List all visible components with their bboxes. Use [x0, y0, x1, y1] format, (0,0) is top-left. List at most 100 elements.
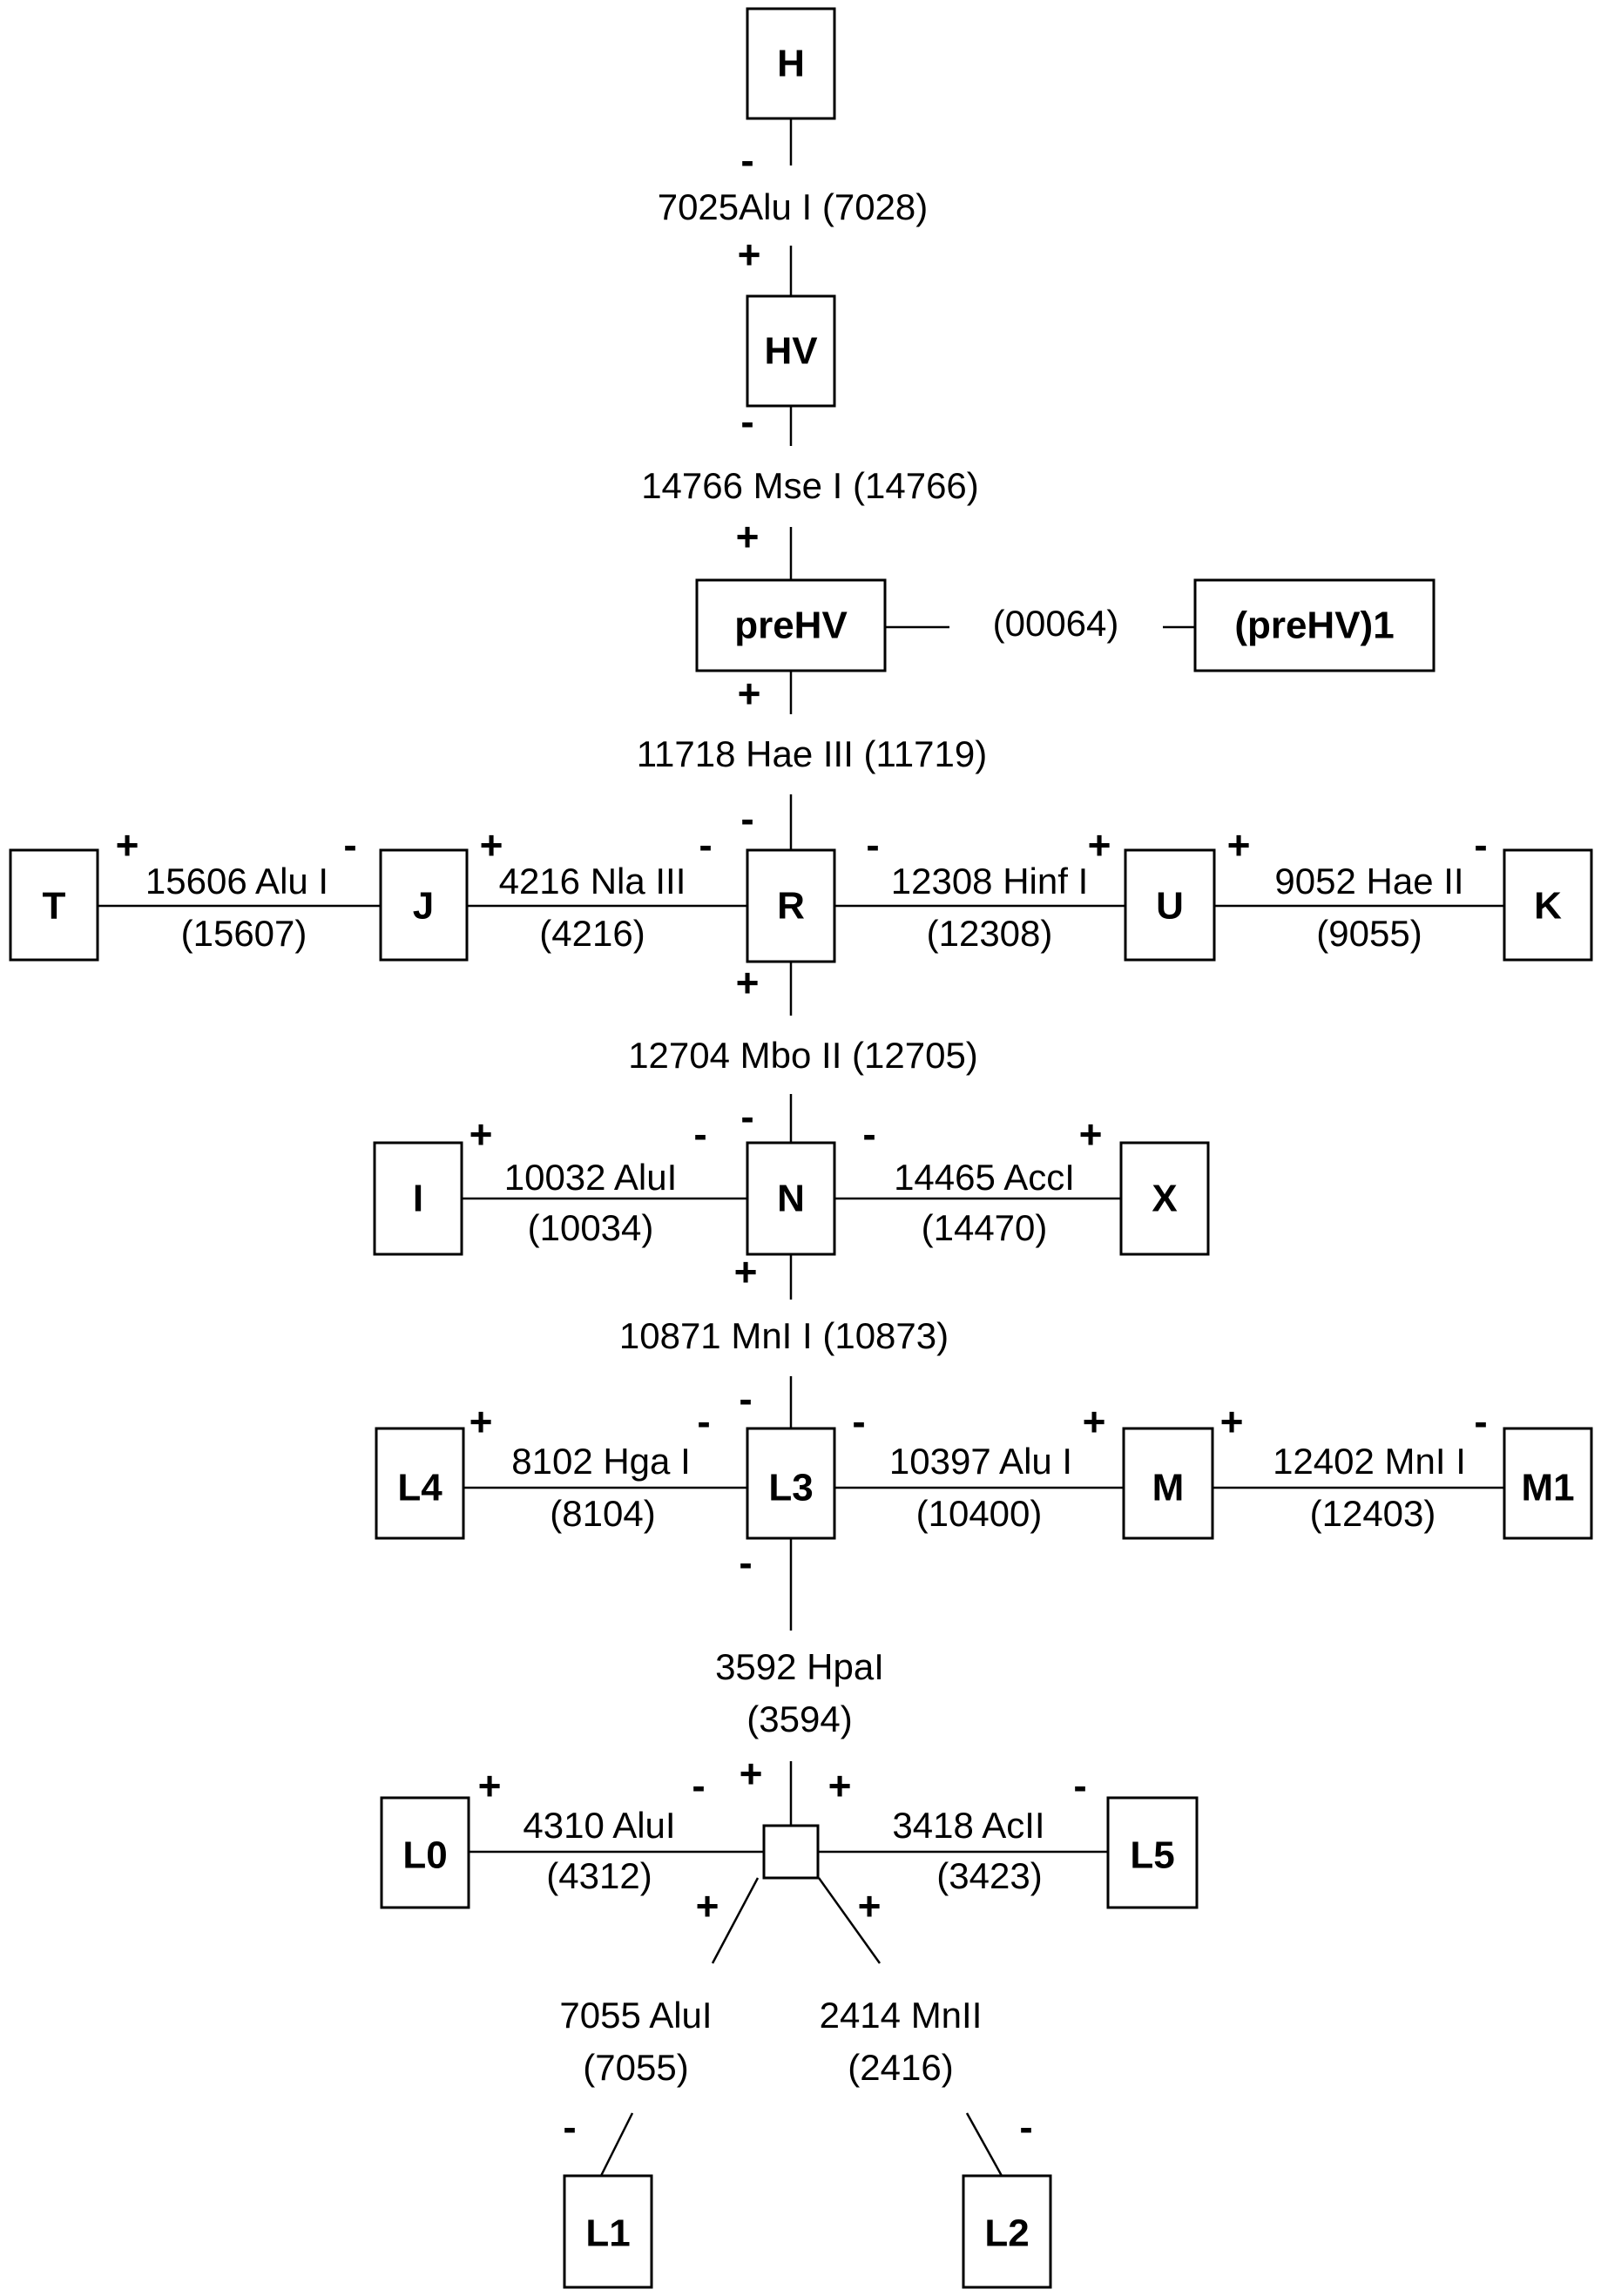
edge-label-l3-junction-position: (3594): [746, 1698, 852, 1739]
node-prehv1-label: (preHV)1: [1234, 604, 1394, 647]
sign-plus: +: [858, 1883, 882, 1928]
edge-label-j-r-enzyme: 4216 Nla III: [499, 861, 686, 902]
sign-plus: +: [1088, 822, 1111, 868]
node-n-label: N: [777, 1178, 805, 1220]
edge-labels: 7025Alu I (7028) 14766 Mse I (14766) (00…: [145, 186, 1466, 2088]
sign-minus: -: [1073, 1763, 1086, 1808]
edge-label-h-hv: 7025Alu I (7028): [658, 186, 929, 227]
edge-label-n-l3: 10871 MnI I (10873): [619, 1315, 949, 1356]
edge-label-r-n: 12704 Mbo II (12705): [628, 1035, 978, 1076]
edge-label-i-n-position: (10034): [528, 1207, 654, 1248]
node-m1: M1: [1503, 1427, 1593, 1540]
line-junction-l1-top: [711, 1877, 760, 1964]
node-l5: L5: [1106, 1796, 1199, 1909]
sign-plus: +: [696, 1883, 719, 1928]
edge-label-i-n-enzyme: 10032 AluI: [504, 1157, 678, 1198]
node-l3: L3: [746, 1427, 836, 1540]
edge-label-junction-l1-position: (7055): [583, 2047, 688, 2088]
sign-plus: +: [734, 1249, 758, 1294]
line-junction-l1-bottom: [599, 2112, 634, 2177]
node-k-label: K: [1534, 885, 1562, 928]
sign-plus: +: [480, 822, 503, 868]
node-m1-label: M1: [1521, 1467, 1574, 1509]
sign-minus: -: [693, 1111, 706, 1157]
sign-minus: -: [692, 1763, 705, 1808]
mutation-signs: - + - + + - + - + - - + + - + - + - - + …: [116, 138, 1488, 2150]
node-t-label: T: [43, 885, 66, 928]
edge-label-l0-junction-position: (4312): [546, 1855, 652, 1896]
node-l0-label: L0: [402, 1834, 447, 1877]
node-l4-label: L4: [397, 1467, 442, 1509]
edge-label-junction-l5-enzyme: 3418 AcII: [892, 1805, 1044, 1846]
node-l1: L1: [563, 2174, 653, 2289]
sign-plus: +: [736, 960, 760, 1005]
node-j: J: [379, 848, 469, 962]
sign-minus: -: [740, 1094, 753, 1139]
sign-plus: +: [828, 1763, 852, 1808]
node-hv-label: HV: [764, 330, 818, 373]
node-h-label: H: [777, 43, 805, 85]
edge-label-u-k-position: (9055): [1316, 913, 1422, 954]
node-l2-label: L2: [984, 2212, 1029, 2255]
node-prehv: preHV: [695, 578, 887, 672]
node-prehv-label: preHV: [734, 604, 848, 647]
sign-minus: -: [739, 1376, 752, 1421]
edge-label-l4-l3-enzyme: 8102 Hga I: [511, 1441, 691, 1482]
sign-minus: -: [1474, 1399, 1487, 1444]
edge-label-u-k-enzyme: 9052 Hae II: [1274, 861, 1463, 902]
edge-label-m-m1-position: (12403): [1310, 1493, 1436, 1534]
edge-label-l3-m-enzyme: 10397 Alu I: [889, 1441, 1072, 1482]
sign-plus: +: [1227, 822, 1251, 868]
sign-minus: -: [1474, 822, 1487, 868]
node-hv: HV: [746, 294, 836, 408]
sign-minus: -: [739, 1540, 752, 1585]
node-h: H: [746, 7, 836, 120]
sign-plus: +: [740, 1751, 763, 1796]
sign-minus: -: [862, 1111, 875, 1157]
line-junction-l2-top: [817, 1877, 882, 1964]
sign-minus: -: [697, 1399, 710, 1444]
edge-label-junction-l2-position: (2416): [848, 2047, 953, 2088]
edge-label-junction-l5-position: (3423): [936, 1855, 1042, 1896]
node-l2: L2: [962, 2174, 1052, 2289]
sign-minus: -: [1019, 2104, 1032, 2150]
edge-label-r-u-enzyme: 12308 Hinf I: [891, 861, 1089, 902]
sign-plus: +: [736, 514, 760, 559]
edge-label-t-j-enzyme: 15606 Alu I: [145, 861, 328, 902]
sign-plus: +: [478, 1763, 502, 1808]
edge-label-j-r-position: (4216): [539, 913, 645, 954]
node-x-label: X: [1152, 1178, 1177, 1220]
sign-plus: +: [1083, 1399, 1106, 1444]
node-t: T: [9, 848, 99, 962]
edge-label-m-m1-enzyme: 12402 MnI I: [1273, 1441, 1466, 1482]
edge-label-prehv-r: 11718 Hae III (11719): [637, 733, 987, 774]
sign-minus: -: [563, 2104, 576, 2150]
sign-minus: -: [866, 822, 879, 868]
node-r-label: R: [777, 885, 805, 928]
node-u: U: [1124, 848, 1216, 962]
sign-plus: +: [738, 232, 761, 277]
sign-plus: +: [738, 671, 761, 716]
edge-label-l4-l3-position: (8104): [550, 1493, 655, 1534]
nodes: H HV preHV (preHV)1 T J R U: [9, 7, 1593, 2289]
node-j-label: J: [413, 885, 434, 928]
sign-minus: -: [699, 822, 712, 868]
sign-plus: +: [1220, 1399, 1244, 1444]
node-u-label: U: [1156, 885, 1184, 928]
sign-plus: +: [469, 1111, 493, 1157]
edge-label-n-x-enzyme: 14465 AccI: [894, 1157, 1075, 1198]
node-l4: L4: [375, 1427, 465, 1540]
node-m: M: [1122, 1427, 1214, 1540]
node-l3-label: L3: [768, 1467, 813, 1509]
sign-minus: -: [740, 399, 753, 444]
edge-label-r-u-position: (12308): [927, 913, 1053, 954]
sign-minus: -: [740, 796, 753, 841]
node-i: I: [373, 1141, 463, 1256]
node-l0: L0: [380, 1796, 470, 1909]
node-i-label: I: [413, 1178, 423, 1220]
sign-plus: +: [469, 1399, 493, 1444]
node-k: K: [1503, 848, 1593, 962]
sign-minus: -: [852, 1399, 865, 1444]
line-junction-l2-bottom: [965, 2112, 1003, 2177]
edge-label-l0-junction-enzyme: 4310 AluI: [523, 1805, 675, 1846]
